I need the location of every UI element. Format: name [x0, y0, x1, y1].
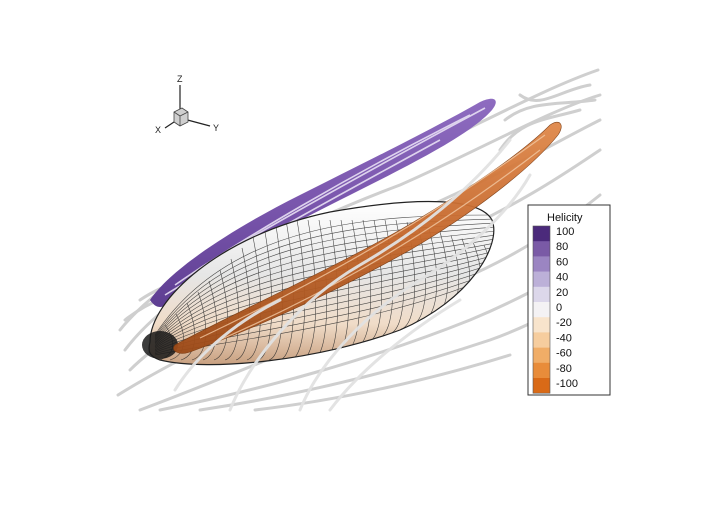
streamline — [518, 83, 592, 102]
legend-swatch — [533, 362, 550, 379]
legend-tick-label: 80 — [556, 241, 568, 253]
streamline — [503, 98, 597, 122]
z-axis-label: Z — [177, 74, 183, 84]
legend-tick-label: -60 — [556, 348, 572, 360]
legend-swatch — [533, 256, 550, 272]
legend-swatch — [533, 332, 550, 348]
legend-swatch — [533, 286, 550, 303]
axis-triad — [164, 85, 211, 129]
streamline — [328, 298, 462, 412]
legend-tick-label: 100 — [556, 226, 574, 238]
legend-swatch — [533, 302, 550, 318]
mesh-line — [154, 226, 494, 340]
legend-colorbar — [532, 225, 551, 394]
mesh-line — [154, 238, 494, 344]
streamline — [228, 138, 512, 412]
streamline — [173, 298, 282, 392]
legend-tick-label: -100 — [556, 378, 578, 390]
legend-tick-label: 20 — [556, 287, 568, 299]
legend-swatch — [533, 378, 550, 394]
front-streamlines — [173, 138, 532, 412]
legend-tick-labels: 100 80 60 40 20 0 -20 -40 -60 -80 -100 — [556, 226, 578, 390]
streamline — [253, 353, 512, 412]
mesh-line — [154, 242, 494, 345]
colorbar-border — [532, 225, 551, 394]
legend-tick-label: -80 — [556, 363, 572, 375]
triad-cube — [173, 107, 189, 127]
vortex-surface — [173, 121, 562, 354]
y-axis-label: Y — [213, 123, 219, 133]
legend-title: Helicity — [547, 212, 583, 224]
mesh-line — [154, 230, 494, 341]
streamline — [298, 173, 532, 412]
legend-tick-label: -40 — [556, 332, 572, 344]
legend-swatch — [533, 347, 550, 364]
legend-tick-label: 60 — [556, 256, 568, 268]
legend-swatch — [533, 226, 550, 242]
legend-tick-label: 40 — [556, 272, 568, 284]
streamline — [498, 108, 582, 152]
helicity-legend: Helicity 100 80 60 40 20 0 -20 -40 -60 -80 -100 — [527, 204, 611, 396]
legend-swatch — [533, 271, 550, 288]
legend-swatch — [533, 317, 550, 333]
body-nose-shadow — [142, 331, 178, 359]
legend-tick-label: 0 — [556, 302, 562, 314]
legend-swatch — [533, 241, 550, 257]
negative-helicity-vortex — [173, 121, 562, 354]
legend-tick-label: -20 — [556, 317, 572, 329]
x-axis-label: X — [155, 125, 161, 135]
mesh-line — [154, 234, 494, 342]
